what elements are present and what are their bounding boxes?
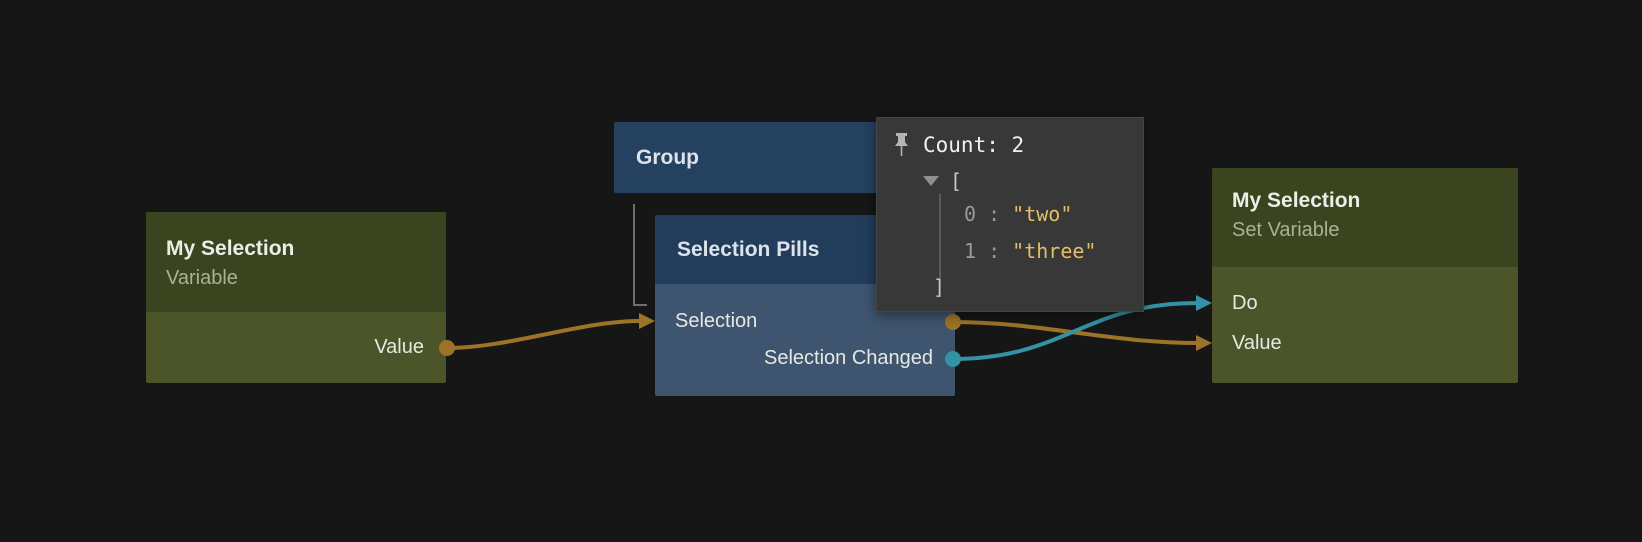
node-body: Do Value xyxy=(1212,267,1518,383)
node-subtitle: Variable xyxy=(166,267,238,289)
open-bracket: [ xyxy=(950,169,963,193)
selection-changed-output-label: Selection Changed xyxy=(763,347,933,369)
port-row-value: Value xyxy=(1212,323,1518,363)
array-item-row: 1 : "three" xyxy=(877,233,1143,270)
selection-input-arrow-icon xyxy=(639,313,655,329)
value-inspector-popup[interactable]: Count: 2 [ 0 : "two" 1 : "three" ] xyxy=(876,117,1144,312)
node-header[interactable]: My Selection Variable xyxy=(146,212,446,312)
close-bracket: ] xyxy=(933,275,946,299)
array-open-row: [ xyxy=(877,166,1143,196)
value-output-label: Value xyxy=(374,336,424,358)
item-value: "two" xyxy=(1012,202,1073,226)
node-title: My Selection xyxy=(166,237,295,260)
node-title: My Selection xyxy=(1232,189,1361,212)
port-row-do: Do xyxy=(1212,283,1518,323)
node-header[interactable]: My Selection Set Variable xyxy=(1212,168,1518,267)
value-input-label: Value xyxy=(1232,331,1282,354)
item-value: "three" xyxy=(1012,239,1097,263)
wire-value-to-selection[interactable] xyxy=(446,319,641,350)
item-index: 1 xyxy=(964,239,977,263)
node-title: Selection Pills xyxy=(677,237,820,261)
array-close-row: ] xyxy=(877,272,1143,302)
group-child-connector-line xyxy=(633,204,647,306)
wire-selection-to-value[interactable] xyxy=(952,320,1198,345)
port-row-selection-changed: Selection Changed xyxy=(655,340,955,377)
item-separator: : xyxy=(976,202,1013,226)
array-tree: [ 0 : "two" 1 : "three" ] xyxy=(877,166,1143,302)
do-input-label: Do xyxy=(1232,291,1258,314)
node-group[interactable]: Group xyxy=(614,122,914,193)
node-subtitle: Set Variable xyxy=(1232,219,1340,241)
node-body: Value xyxy=(146,312,446,383)
port-row-selection: Selection xyxy=(655,303,955,340)
node-my-selection-variable[interactable]: My Selection Variable Value xyxy=(146,212,446,383)
array-item-row: 0 : "two" xyxy=(877,196,1143,233)
count-label: Count: 2 xyxy=(923,132,1025,157)
item-separator: : xyxy=(976,239,1013,263)
value-input-arrow-icon xyxy=(1196,335,1212,351)
inspector-count-row: Count: 2 xyxy=(877,118,1143,158)
tree-indent-line xyxy=(939,194,941,278)
pushpin-icon[interactable] xyxy=(893,132,910,158)
triangle-down-icon[interactable] xyxy=(923,176,939,186)
item-index: 0 xyxy=(964,202,977,226)
do-input-arrow-icon xyxy=(1196,295,1212,311)
node-title: Group xyxy=(636,145,699,169)
selection-input-label: Selection xyxy=(675,310,758,332)
node-my-selection-set-variable[interactable]: My Selection Set Variable Do Value xyxy=(1212,168,1518,383)
